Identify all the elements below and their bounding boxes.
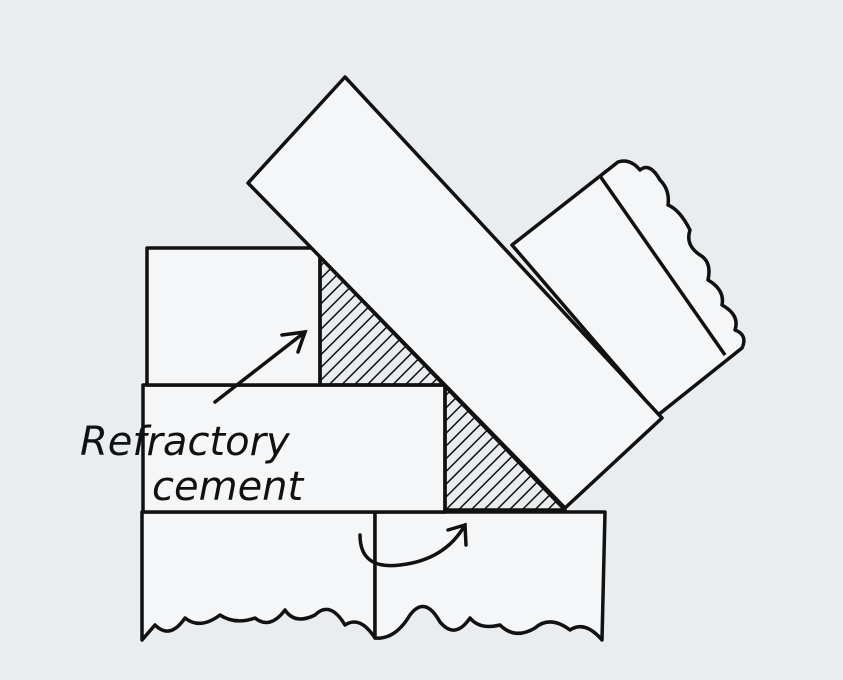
label-cement: cement bbox=[152, 464, 305, 510]
arrow-lower-head bbox=[446, 522, 468, 547]
arrow-lower bbox=[358, 523, 467, 568]
diagonal-brick bbox=[246, 75, 664, 510]
label-refractory: Refractory bbox=[80, 419, 291, 465]
arrow-upper bbox=[213, 330, 307, 404]
bottom-brick-left bbox=[140, 510, 377, 642]
arrow-upper-head bbox=[280, 329, 308, 354]
upper-brick bbox=[145, 246, 322, 387]
broken-brick bbox=[510, 159, 746, 417]
middle-brick bbox=[141, 383, 447, 514]
broken-brick-edge bbox=[598, 174, 727, 357]
bottom-brick-right bbox=[373, 510, 607, 642]
